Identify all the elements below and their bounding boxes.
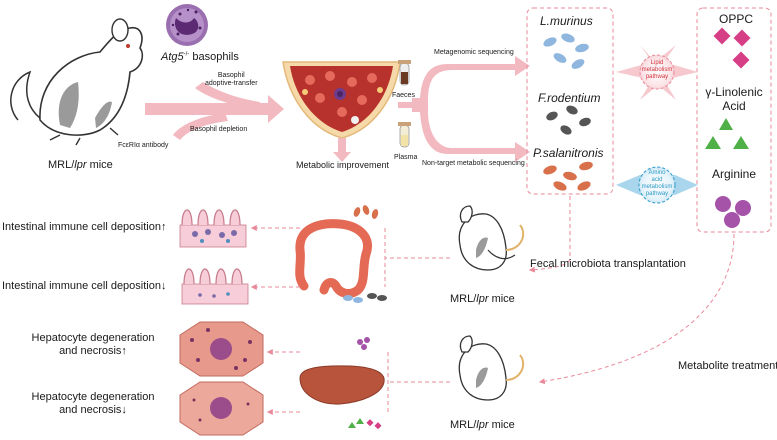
fmt-label: Fecal microbiota transplantation [530,258,686,270]
bacteria-box [526,7,614,195]
adoptive-transfer-label: Basophil adoptive-transfer [205,72,258,88]
transfer-arrows [145,82,284,140]
bacteria-3-label: P.salanitronis [533,146,604,160]
amino-line3: metabolism [641,183,673,190]
basophil-cell-illustration [166,4,208,46]
hepatocyte-down-label: Hepatocyte degeneration and necrosis↓ [18,391,168,416]
intestine-tissue-up [179,209,247,248]
lmurinus-bacteria-icons [543,33,589,69]
mouse-bot-prefix: MRL/ [450,419,477,431]
amino-pathway-arrow [616,166,698,204]
mouse-label-top-prefix: MRL/ [48,159,75,171]
basophils-gene: Atg5 [161,51,184,63]
lipid-line2: metabolism [641,66,673,73]
mouse-illustration-metabolite [458,335,525,401]
metabolite-arginine-label: Arginine [712,167,757,181]
basophils-gene-sup: -/- [183,51,190,58]
intestine-down-label: Intestinal immune cell deposition↓ [2,280,167,292]
mouse-label-middle: MRL/lpr mice [450,293,515,306]
hepatocyte-up-label: Hepatocyte degeneration and necrosis↑ [18,332,168,357]
adoptive-transfer-line2: adoptive-transfer [205,80,258,88]
orange-bacteria-small [353,205,379,219]
mixed-metabolite-small [348,418,382,430]
mouse-bot-suffix: mice [488,419,515,431]
amino-line2: acid [651,176,663,183]
colon-illustration [295,219,372,298]
hep-up-line1: Hepatocyte degeneration [31,332,155,344]
oppc-diamond-icons [713,27,751,69]
intestine-tissue-down [181,268,249,305]
mouse-label-top-italic: lpr [74,159,87,171]
psalanitronis-bacteria-icons [543,161,593,191]
plasma-tube [398,122,411,148]
mouse-bot-italic: lpr [476,419,489,431]
basophil-depletion-label: Basophil depletion [190,126,248,133]
mouse-mid-prefix: MRL/ [450,293,477,305]
antibody-label: FcεRIα antibody [118,142,169,149]
linolenic-triangle-icons [705,118,749,149]
faeces-label: Faeces [392,92,415,99]
sequencing-arrows [412,56,530,162]
mouse-mid-suffix: mice [488,293,515,305]
lipid-line3: pathway [645,73,669,80]
metabolite-treatment-label: Metabolite treatment [678,360,777,372]
blue-gray-bacteria-small [343,293,387,303]
bacteria-1-label: L.murinus [540,14,593,28]
mouse-mid-italic: lpr [476,293,489,305]
mouse-label-top: MRL/lpr mice [48,159,113,172]
metagenomic-label: Metagenomic sequencing [434,49,514,56]
arginine-circle-icons [715,196,751,228]
faeces-tube [398,60,411,86]
mouse-illustration-fmt [458,205,525,271]
basophils-suffix: basophils [189,51,239,63]
mouse-illustration-large [10,18,144,146]
hep-down-line1: Hepatocyte degeneration [31,391,155,403]
basophils-label: Atg5-/- basophils [161,51,239,64]
purple-metabolite-small [357,337,370,350]
frodentium-bacteria-icons [546,105,591,135]
lipid-pathway-star [616,45,698,100]
metabolic-improvement-label: Metabolic improvement [296,160,390,170]
amino-pathway-label: Amino acid metabolism pathway [639,170,675,198]
mouse-label-bottom: MRL/lpr mice [450,419,515,432]
liver-illustration [299,365,385,405]
liver-tissue-up [179,321,264,377]
plasma-label: Plasma [394,154,418,161]
blood-vessel-illustration [282,61,401,162]
lipid-line1: Lipid [650,60,664,66]
metabolite-box [696,7,772,233]
dashed-connectors [250,196,735,415]
non-target-label: Non-target metabolic sequencing [422,160,525,167]
hep-down-line2: and necrosis↓ [59,403,127,416]
linolenic-line2: Acid [722,98,746,113]
liver-tissue-down [179,381,264,436]
metabolite-oppc-label: OPPC [719,12,754,26]
adoptive-transfer-line1: Basophil [217,72,245,79]
lipid-pathway-label: Lipid metabolism pathway [639,60,675,81]
amino-line4: pathway [645,190,669,197]
bacteria-2-label: F.rodentium [538,91,601,105]
amino-line1: Amino [648,170,666,176]
linolenic-line1: γ-Linolenic [705,85,763,99]
hep-up-line2: and necrosis↑ [59,344,127,357]
mouse-label-top-suffix: mice [86,159,113,171]
intestine-up-label: Intestinal immune cell deposition↑ [2,221,167,233]
metabolite-linolenic-label: γ-Linolenic Acid [701,85,767,114]
